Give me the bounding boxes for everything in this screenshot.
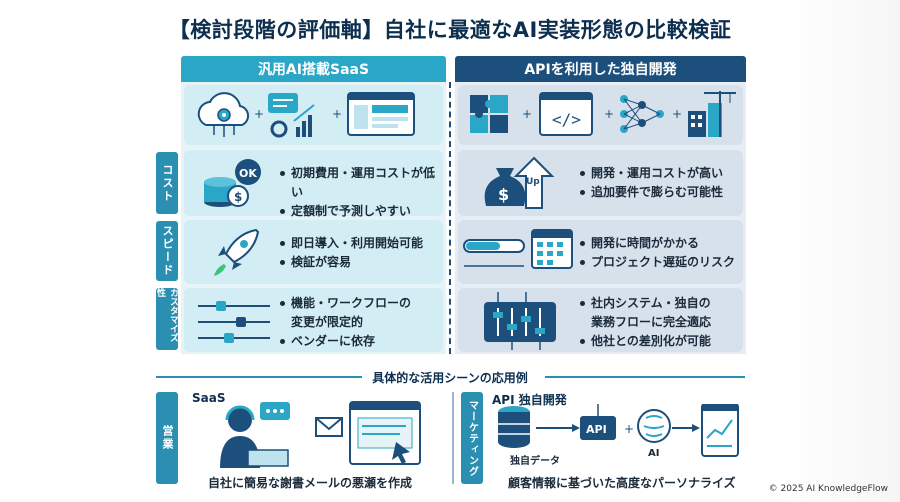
- building-crane-icon: [688, 91, 736, 137]
- usecase-label-sales: 営業: [156, 392, 178, 484]
- svg-text:</>: </>: [552, 110, 581, 129]
- cloud-gear-icon: [197, 92, 250, 137]
- api-speed-bullets: 開発に時間がかかる プロジェクト遅延のリスク: [580, 234, 735, 272]
- api-custom-cell: 社内システム・独自の 業務フローに完全適応 他社との差別化が可能: [458, 288, 743, 352]
- usecase-saas-label: SaaS: [192, 391, 226, 405]
- api-box-label: API: [586, 423, 607, 436]
- usecase-label-marketing: マーケティング: [461, 392, 483, 484]
- puzzle-icon: [470, 95, 508, 133]
- list-item: 即日導入・利用開始可能: [280, 234, 423, 253]
- saas-speed-cell: 即日導入・利用開始可能 検証が容易: [184, 220, 443, 284]
- svg-text:+: +: [604, 107, 614, 121]
- column-divider: [449, 82, 451, 354]
- app-window-icon: [347, 92, 415, 136]
- usecase-divider: [452, 392, 454, 484]
- svg-text:$: $: [234, 190, 242, 204]
- rocket-icon: [214, 228, 260, 276]
- coins-ok-icon: $ OK: [204, 159, 261, 207]
- list-item-continuation: 変更が限定的: [291, 315, 364, 329]
- saas-hero-cell: + +: [184, 85, 443, 145]
- column-header-api: APIを利用した独自開発: [455, 56, 746, 82]
- usecase-api-label: API 独自開発: [492, 393, 567, 407]
- list-item: 他社との差別化が可能: [580, 332, 711, 351]
- copyright-text: © 2025 AI KnowledgeFlow: [768, 484, 888, 494]
- list-item: 初期費用・運用コストが低い: [280, 164, 443, 202]
- sliders-icon: [198, 301, 270, 343]
- saas-custom-bullets: 機能・ワークフローの 変更が限定的 ベンダーに依存: [280, 294, 411, 351]
- api-box: API: [580, 416, 616, 440]
- ai-label: AI: [648, 448, 660, 459]
- svg-text:+: +: [254, 107, 264, 121]
- neural-network-icon: [620, 95, 664, 133]
- sales-operator-illustration: [220, 401, 421, 468]
- list-item: 開発・運用コストが高い: [580, 164, 723, 183]
- list-item-continuation: 業務フローに完全適応: [591, 315, 712, 329]
- operator-headset-icon: [220, 405, 289, 468]
- svg-text:+: +: [672, 107, 682, 121]
- email-editor-window-icon: [349, 401, 421, 465]
- api-speed-cell: 開発に時間がかかる プロジェクト遅延のリスク: [458, 220, 743, 284]
- ai-brain-icon: [637, 409, 671, 443]
- list-item: 開発に時間がかかる: [580, 234, 735, 253]
- page-title: 【検討段階の評価軸】自社に最適なAI実装形態の比較検証: [168, 18, 732, 42]
- row-label-speed: スピード: [156, 221, 178, 281]
- svg-text:+: +: [332, 107, 342, 121]
- database-icon: [498, 406, 530, 448]
- list-item: 検証が容易: [280, 253, 423, 272]
- svg-text:+: +: [624, 422, 634, 436]
- marketing-api-flow-illustration: API +: [498, 404, 739, 457]
- code-window-icon: </>: [539, 92, 593, 136]
- mixer-console-icon: [484, 292, 556, 350]
- progress-calendar-icon: [463, 229, 573, 269]
- up-badge-text: Up: [526, 177, 540, 187]
- ok-badge-text: OK: [239, 167, 257, 180]
- list-item: 定額制で予測しやすい: [280, 202, 443, 221]
- sales-usecase-caption: 自社に簡易な謝書メールの悪瀬を作成: [208, 476, 413, 490]
- list-item: プロジェクト遅延のリスク: [580, 253, 735, 272]
- chat-bubble-icon: [260, 402, 290, 420]
- list-item: ベンダーに依存: [280, 332, 411, 351]
- marketing-usecase-caption: 顧客情報に基づいた高度なパーソナライズ: [508, 476, 736, 490]
- list-item: 追加要件で膨らむ可能性: [580, 183, 723, 202]
- list-item: 社内システム・独自の: [580, 294, 711, 313]
- svg-text:$: $: [498, 185, 509, 204]
- row-label-customizability: カスタマイズ性: [155, 288, 178, 350]
- personalized-chart-window-icon: [701, 404, 739, 457]
- saas-speed-bullets: 即日導入・利用開始可能 検証が容易: [280, 234, 423, 272]
- column-header-saas: 汎用AI搭載SaaS: [181, 56, 446, 82]
- list-item: 機能・ワークフローの: [280, 294, 411, 313]
- chat-chart-icon: [268, 93, 315, 138]
- row-label-cost: コスト: [156, 152, 178, 214]
- svg-text:+: +: [522, 107, 532, 121]
- database-label: 独自データ: [510, 456, 560, 467]
- section-rule-right: [545, 376, 745, 378]
- saas-custom-cell: 機能・ワークフローの 変更が限定的 ベンダーに依存: [184, 288, 443, 352]
- page-right-shade: [780, 0, 900, 502]
- saas-cost-bullets: 初期費用・運用コストが低い 定額制で予測しやすい: [280, 164, 443, 221]
- mail-icon: [315, 417, 343, 437]
- usecase-section-title: 具体的な活用シーンの応用例: [372, 371, 528, 385]
- saas-cost-cell: $ OK 初期費用・運用コストが低い 定額制で予測しやすい: [184, 150, 443, 218]
- money-bag-up-icon: $ Up: [484, 156, 555, 209]
- section-rule-left: [156, 376, 362, 378]
- api-hero-cell: + </> + +: [458, 85, 743, 145]
- api-custom-bullets: 社内システム・独自の 業務フローに完全適応 他社との差別化が可能: [580, 294, 711, 351]
- api-cost-bullets: 開発・運用コストが高い 追加要件で膨らむ可能性: [580, 164, 723, 202]
- api-cost-cell: $ Up 開発・運用コストが高い 追加要件で膨らむ可能性: [458, 150, 743, 216]
